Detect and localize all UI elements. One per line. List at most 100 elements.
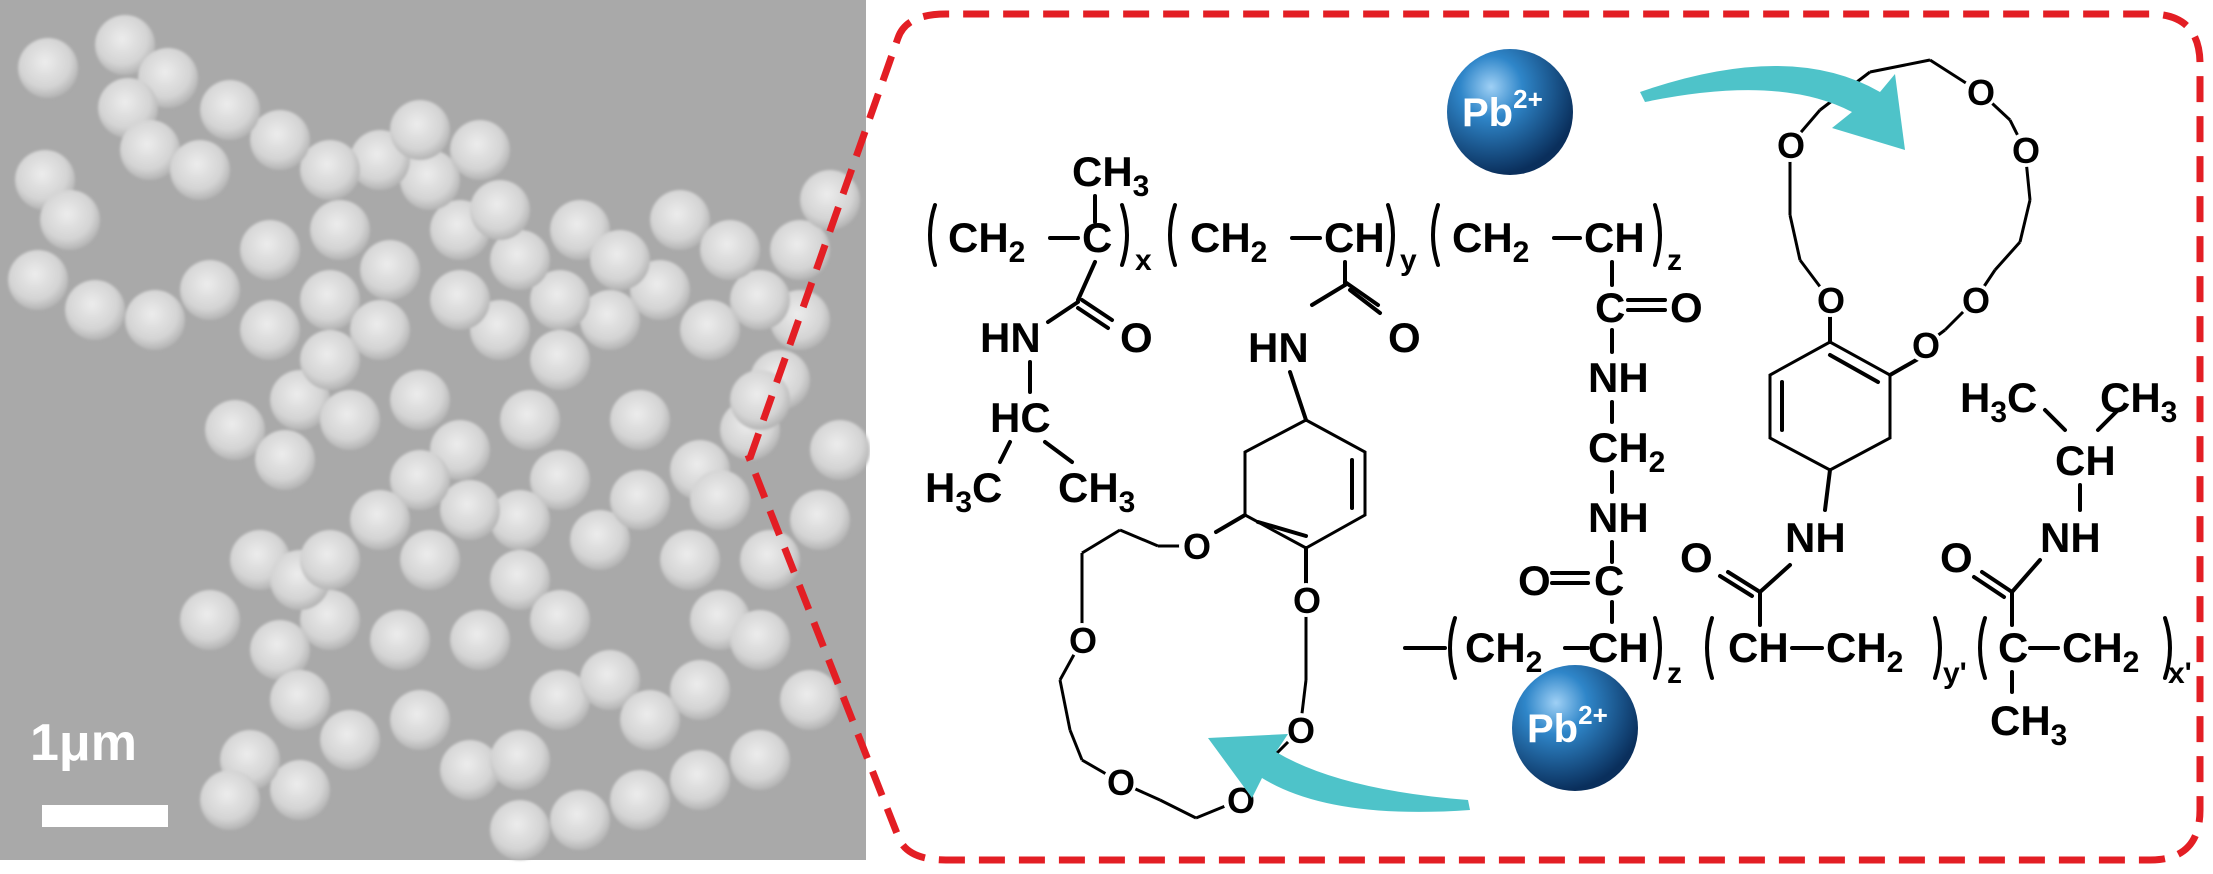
crown-oxygen: O [1107, 762, 1135, 803]
chain1-u3-ch: CH [1584, 214, 1645, 261]
sem-particle [205, 400, 265, 460]
sem-particle [440, 480, 500, 540]
chain2-u1-right-methyl: CH3 [2100, 374, 2177, 429]
chain1-u2-amide-o: O [1388, 314, 1421, 361]
sem-particle [300, 140, 360, 200]
crosslinker-nh1: NH [1588, 354, 1649, 401]
chain2-u2-index: y' [1943, 657, 1967, 690]
crown-oxygen: O [1293, 580, 1321, 621]
sem-particle [450, 120, 510, 180]
crown-oxygen: O [1967, 72, 1995, 113]
sem-particle [250, 110, 310, 170]
chain1-u2-ch2: CH2 [1190, 214, 1267, 269]
sem-particle [670, 660, 730, 720]
sem-particle [620, 690, 680, 750]
sem-particle [240, 220, 300, 280]
crown-oxygen: O [1287, 710, 1315, 751]
chain2-u1-ch2: CH2 [2062, 624, 2139, 679]
sem-particle [660, 530, 720, 590]
chain2-u3-index: z [1667, 657, 1682, 690]
chain2-u1-nh: NH [2040, 514, 2101, 561]
chain1-u1-sidegroup: O HN HC H3C CH3 [925, 260, 1153, 519]
callout-border [744, 10, 2204, 864]
chain1-benzene-ring [1243, 418, 1367, 550]
chain1-u1-right-methyl: CH3 [1058, 464, 1135, 519]
sem-particle [580, 650, 640, 710]
sem-particles [8, 15, 870, 860]
chain2-u2-amide-o: O [1680, 534, 1713, 581]
pb-ion-top-label: Pb2+ [1462, 84, 1543, 135]
sem-particle [370, 610, 430, 670]
chain2-u3-ch: CH [1588, 624, 1649, 671]
sem-particle [320, 390, 380, 450]
sem-particle [470, 180, 530, 240]
crosslinker-c2: C [1594, 557, 1624, 604]
sem-particle [610, 470, 670, 530]
sem-particle [65, 280, 125, 340]
sem-particle [530, 670, 590, 730]
sem-particle [390, 100, 450, 160]
sem-particle [730, 270, 790, 330]
sem-particle [390, 450, 450, 510]
sem-particle [350, 300, 410, 360]
sem-particle [550, 790, 610, 850]
sem-particle [690, 470, 750, 530]
sem-particle [95, 15, 155, 75]
crosslinker: C O NH CH2 NH O C [1518, 260, 1703, 624]
sem-particle [180, 260, 240, 320]
chain2-u2-ch2: CH2 [1826, 624, 1903, 679]
pb-ion-bottom-label: Pb2+ [1527, 700, 1608, 751]
chain1-u1-hc: HC [990, 394, 1051, 441]
chain2-u1-index: x' [2168, 657, 2192, 690]
chain1-u1-amide-o: O [1120, 314, 1153, 361]
chain2-u1-left-methyl: H3C [1960, 374, 2037, 429]
crown-oxygen: O [1817, 280, 1845, 321]
sem-particle [500, 390, 560, 450]
sem-particle [670, 750, 730, 810]
crosslinker-o1: O [1670, 284, 1703, 331]
sem-particle [490, 490, 550, 550]
crosslinker-nh2: NH [1588, 494, 1649, 541]
chain2-u1-methyl: CH3 [1990, 697, 2067, 752]
chain1-u1-c: C [1082, 214, 1112, 261]
sem-particle [390, 370, 450, 430]
sem-particle [250, 620, 310, 680]
crown-oxygen: O [1962, 280, 1990, 321]
sem-particle [570, 510, 630, 570]
sem-particle [320, 710, 380, 770]
sem-particle [810, 420, 870, 480]
sem-particle [680, 300, 740, 360]
sem-particle [170, 140, 230, 200]
sem-particle [8, 250, 68, 310]
sem-particle [610, 770, 670, 830]
sem-particle [300, 270, 360, 330]
sem-particle [120, 120, 180, 180]
sem-particle [590, 230, 650, 290]
sem-particle [450, 610, 510, 670]
chain2-u2-ch: CH [1728, 624, 1789, 671]
sem-particle [610, 390, 670, 450]
sem-particle [790, 490, 850, 550]
sem-particle [300, 530, 360, 590]
sem-particle [730, 610, 790, 670]
sem-micrograph: 1μm [0, 0, 870, 860]
sem-particle [240, 300, 300, 360]
sem-particle [400, 530, 460, 590]
sem-particle [430, 270, 490, 330]
sem-particle [530, 450, 590, 510]
chain1-open-bracket [928, 203, 937, 267]
chain2: CH2 CH z CH CH2 y' C CH2 x' CH3 [1403, 616, 2192, 752]
chain1-u1-close-bracket [1120, 203, 1129, 267]
crosslinker-c1: C [1595, 284, 1625, 331]
chain1-u1-methyl: CH3 [1072, 148, 1149, 203]
sem-particle [650, 190, 710, 250]
chain1-u2-nh: HN [1248, 324, 1309, 371]
crown-oxygen: O [1069, 620, 1097, 661]
sem-particle [18, 38, 78, 98]
sem-particle [780, 670, 840, 730]
